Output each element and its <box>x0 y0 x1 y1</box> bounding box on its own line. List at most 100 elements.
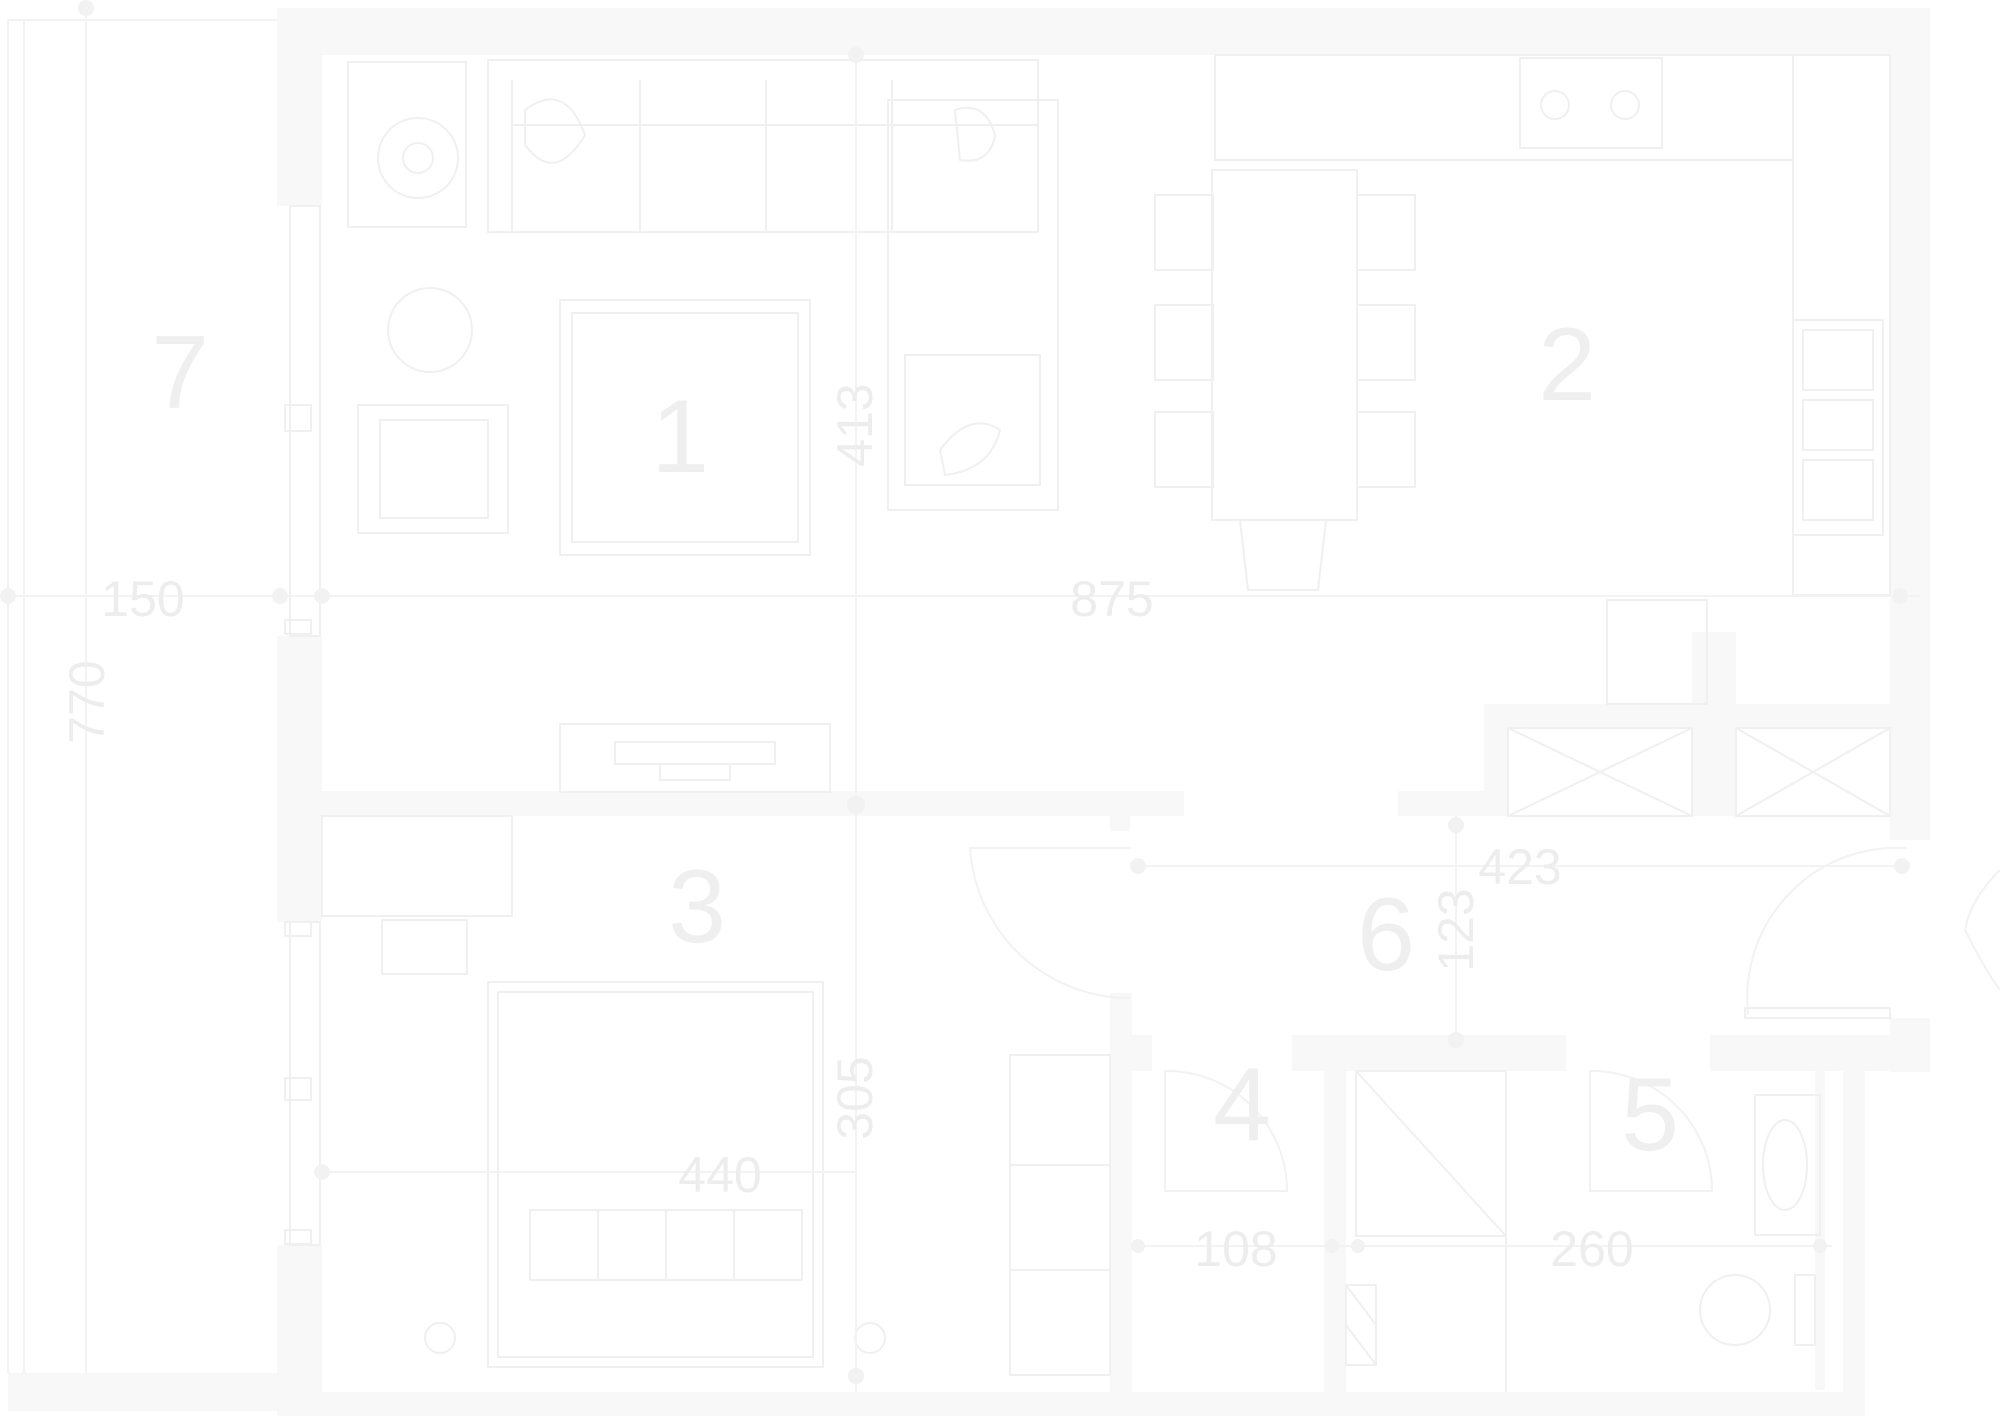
wall-bath-right <box>1843 1070 1865 1415</box>
wall-hall-stub-left <box>1110 791 1130 831</box>
pillow-2 <box>597 1209 667 1281</box>
wardrobe-3 <box>1009 1269 1111 1376</box>
wall-bath-top <box>1710 1035 1890 1071</box>
wall-bottom <box>277 1392 1865 1416</box>
dim-305: 305 <box>827 1056 883 1139</box>
side-table-icon <box>377 117 459 199</box>
closet-left <box>1507 727 1693 817</box>
sofa-chaise-inner <box>904 354 1041 486</box>
bedroom-furniture <box>321 815 1111 1376</box>
bath-furniture <box>1345 1070 1821 1392</box>
dim-108: 108 <box>1194 1221 1277 1277</box>
tv-console <box>559 723 831 793</box>
fridge-inner-3 <box>1802 459 1874 521</box>
wardrobe-hall <box>1606 599 1708 705</box>
dim-123: 123 <box>1428 888 1484 971</box>
pillow-4 <box>733 1209 803 1281</box>
wall-wc-bath <box>1324 1071 1346 1393</box>
washbasin <box>1754 1094 1821 1236</box>
wall-left-mid <box>277 636 322 922</box>
room-label-2: 2 <box>1538 307 1596 423</box>
coffee-table-inner <box>571 312 799 543</box>
dim-423: 423 <box>1478 839 1561 895</box>
wall-top <box>277 8 1930 55</box>
nightstand-lamp-icon-2 <box>854 1322 886 1354</box>
dimension-labels: 150 875 770 413 423 123 305 440 108 260 <box>59 383 1634 1277</box>
tv-stand <box>659 763 731 781</box>
wall-left-top <box>277 8 322 206</box>
wall-closet-top <box>1484 704 1890 728</box>
wall-closet-divider <box>1692 632 1736 816</box>
fridge-inner-2 <box>1802 399 1874 451</box>
chair-r1 <box>1356 194 1416 271</box>
window-2 <box>289 921 321 1246</box>
room-label-3: 3 <box>668 849 726 965</box>
wall-right-lower <box>1890 1018 1930 1072</box>
walls <box>8 8 1930 1416</box>
door-entrance <box>1746 846 1907 1015</box>
doors <box>968 846 2000 1192</box>
dim-260: 260 <box>1550 1221 1633 1277</box>
room-label-4: 4 <box>1213 1047 1271 1163</box>
washbasin-bowl <box>1762 1119 1808 1211</box>
nightstand-lamp-icon <box>424 1322 456 1354</box>
wardrobe-1 <box>1009 1054 1111 1166</box>
tv-screen <box>614 741 776 765</box>
dim-150: 150 <box>101 571 184 627</box>
wall-bedroom-wc <box>1110 993 1132 1393</box>
sofa-chaise <box>887 99 1059 511</box>
room-label-5: 5 <box>1621 1057 1679 1173</box>
terrace-wall-bottom <box>8 1373 308 1411</box>
burner-icon-2 <box>1610 90 1640 120</box>
dim-440: 440 <box>678 1147 761 1203</box>
wall-right-upper <box>1890 8 1930 840</box>
threshold <box>1744 1007 1891 1019</box>
armchair-left-seat <box>379 419 489 519</box>
wall-wc-top <box>1292 1035 1566 1071</box>
fridge-inner <box>1802 329 1874 391</box>
dim-875: 875 <box>1070 571 1153 627</box>
burner-icon <box>1540 90 1570 120</box>
chair-r3 <box>1356 411 1416 488</box>
cooktop <box>1519 57 1663 149</box>
closet-right <box>1735 727 1891 817</box>
wall-wc-stub <box>1110 1035 1152 1071</box>
dim-770: 770 <box>59 660 115 743</box>
armchair-left <box>357 404 509 534</box>
counter-right <box>1792 54 1891 596</box>
tall-cabinet <box>1345 1284 1377 1366</box>
window-sill-5 <box>284 404 312 432</box>
cushion-icon-2 <box>938 422 1002 477</box>
window-sill-4 <box>284 1229 312 1245</box>
chair-l2 <box>1154 304 1214 381</box>
bed-inner <box>497 991 814 1358</box>
door-wc <box>1164 1069 1289 1192</box>
dimension-lines <box>0 0 1920 1392</box>
window-sill-3 <box>284 1077 312 1101</box>
terrace-outline <box>7 8 277 1373</box>
window-sill-2 <box>284 921 312 937</box>
desk <box>321 815 513 917</box>
sofa-back <box>487 59 1039 233</box>
room-label-1: 1 <box>651 379 709 495</box>
windows <box>284 205 321 1246</box>
wall-living-bedroom <box>322 791 1184 816</box>
window-1 <box>289 205 321 637</box>
toilet-tank <box>1794 1274 1816 1346</box>
chair-r2 <box>1356 304 1416 381</box>
kitchen-furniture <box>1154 54 1891 817</box>
chair-l3 <box>1154 411 1214 488</box>
counter-top <box>1214 54 1794 161</box>
plant-icon <box>524 98 587 164</box>
room-labels: 7 1 2 3 6 4 5 <box>151 307 1679 1173</box>
fridge <box>1792 319 1884 536</box>
door-bedroom <box>968 847 1131 1000</box>
bed <box>487 981 824 1368</box>
window-sill-1 <box>284 619 312 635</box>
living-furniture <box>347 59 1059 793</box>
desk-chair <box>381 919 468 975</box>
wall-closet-left <box>1484 704 1508 816</box>
wardrobe-2 <box>1009 1164 1111 1271</box>
toilet-icon <box>1699 1274 1771 1346</box>
dining-table <box>1211 169 1358 521</box>
